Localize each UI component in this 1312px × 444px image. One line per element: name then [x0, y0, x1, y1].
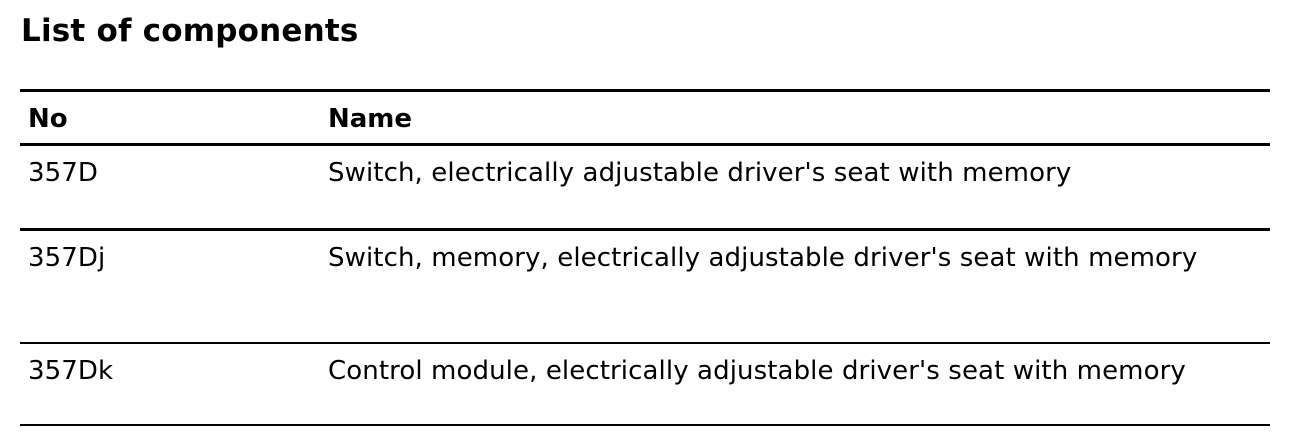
column-header-name: Name — [320, 89, 1270, 146]
component-name: Switch, memory, electrically adjustable … — [320, 229, 1270, 344]
table-header-row: No Name — [20, 89, 1270, 146]
components-table: No Name 357D Switch, electrically adjust… — [20, 89, 1270, 426]
component-number: 357D — [20, 144, 320, 231]
column-header-no: No — [20, 89, 320, 146]
component-name: Switch, electrically adjustable driver's… — [320, 144, 1270, 231]
page-title: List of components — [21, 13, 359, 49]
component-number: 357Dk — [20, 343, 320, 426]
table-row: 357Dj Switch, memory, electrically adjus… — [20, 229, 1270, 344]
table-row: 357Dk Control module, electrically adjus… — [20, 343, 1270, 426]
table-body: 357D Switch, electrically adjustable dri… — [20, 144, 1270, 426]
component-name: Control module, electrically adjustable … — [320, 343, 1270, 426]
table-header: No Name — [20, 89, 1270, 146]
table-row: 357D Switch, electrically adjustable dri… — [20, 144, 1270, 231]
component-number: 357Dj — [20, 229, 320, 344]
